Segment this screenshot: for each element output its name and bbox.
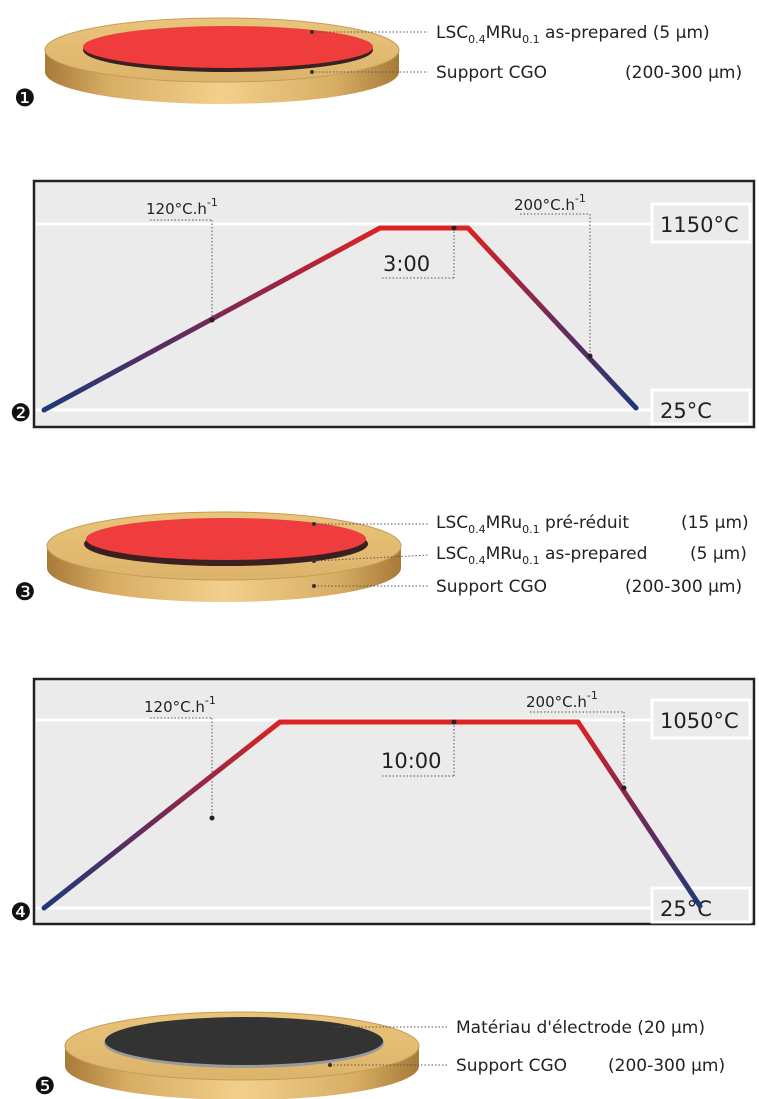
step4-max-temp: 1050°C	[660, 709, 739, 733]
step4-ramp-down: 200°C.h-1	[526, 689, 598, 711]
step4-heating-segment	[41, 719, 283, 911]
step2-chart: 1150°C 25°C 120°C.h-1 200°C.h-1 3:00	[32, 179, 756, 429]
step4-ramp-up: 120°C.h-1	[144, 694, 216, 716]
step2-cooling-segment	[465, 225, 639, 411]
step3-pellet	[46, 511, 402, 602]
step5-label-support: Support CGO	[456, 1056, 567, 1076]
step3-label-mid: LSC0.4MRu0.1 as-prepared	[436, 544, 647, 567]
step4-number: ❹	[10, 898, 32, 926]
step5-pellet	[64, 1011, 420, 1099]
step1-number: ❶	[14, 84, 36, 112]
step1-label-support: Support CGO	[436, 63, 547, 83]
step3-number: ❸	[14, 578, 36, 606]
step3-label-top-thickness: (15 µm)	[681, 513, 749, 533]
step2-dwell-time: 3:00	[383, 252, 430, 276]
step2-ramp-up: 120°C.h-1	[146, 196, 218, 218]
step5-label-support-thickness: (200-300 µm)	[608, 1056, 725, 1076]
step3-label-support: Support CGO	[436, 577, 547, 597]
layer-pre-reduit	[86, 518, 366, 560]
step1-label-top: LSC0.4MRu0.1 as-prepared (5 µm)	[436, 23, 710, 46]
step3-label-mid-thickness: (5 µm)	[690, 544, 747, 564]
step4-min-temp: 25°C	[660, 897, 712, 921]
step4-chart: 1050°C 25°C 120°C.h-1 200°C.h-1 10:00	[32, 677, 756, 926]
step4-cooling-segment	[575, 719, 703, 909]
step1-label-support-thickness: (200-300 µm)	[625, 63, 742, 83]
step3-label-support-thickness: (200-300 µm)	[625, 577, 742, 597]
step2-min-temp: 25°C	[660, 399, 712, 423]
step5-number: ❺	[34, 1072, 56, 1099]
step5-label-top: Matériau d'électrode (20 µm)	[456, 1018, 705, 1038]
step2-ramp-down: 200°C.h-1	[514, 192, 586, 214]
step2-max-temp: 1150°C	[660, 213, 739, 237]
step1-pellet	[44, 17, 400, 104]
step2-number: ❷	[10, 399, 32, 427]
step3-label-top: LSC0.4MRu0.1 pré-réduit	[436, 513, 629, 536]
step4-dwell-time: 10:00	[381, 749, 442, 773]
